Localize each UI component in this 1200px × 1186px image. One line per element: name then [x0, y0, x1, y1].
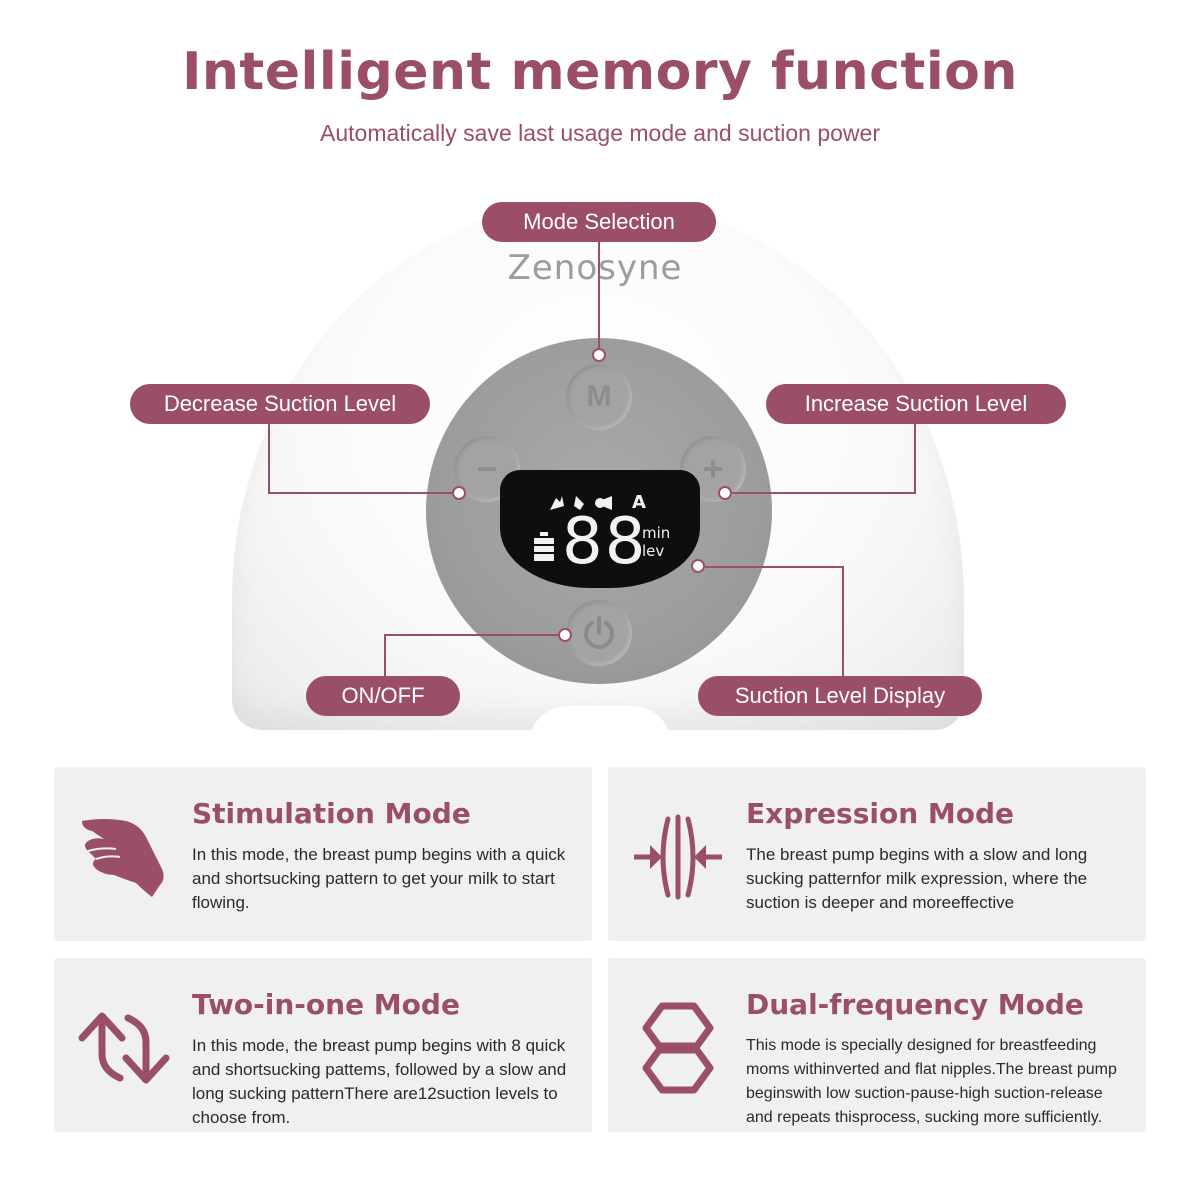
connector-dot-decrease	[452, 486, 466, 500]
power-button[interactable]	[566, 600, 632, 666]
mode-title: Expression Mode	[746, 797, 1015, 830]
connector-dot-mode	[592, 348, 606, 362]
mode-status-icons	[550, 496, 612, 510]
connector-decrease-v	[268, 422, 270, 494]
mode-card-two-in-one: Two-in-one Mode In this mode, the breast…	[54, 958, 592, 1132]
linked-hexagons-icon	[642, 1002, 714, 1094]
mode-card-expression: Expression Mode The breast pump begins w…	[608, 767, 1146, 941]
page-subtitle: Automatically save last usage mode and s…	[320, 120, 880, 146]
brand-logo: Zenosyne	[507, 248, 683, 288]
device-base-notch	[528, 706, 672, 746]
page-title: Intelligent memory function	[182, 42, 1018, 102]
connector-mode	[598, 240, 600, 352]
callout-onoff: ON/OFF	[306, 676, 460, 716]
battery-icon	[534, 532, 554, 561]
digit-readout: 88	[562, 505, 648, 579]
connector-display-h	[698, 566, 844, 568]
compress-arrows-icon	[634, 814, 722, 900]
mode-description: In this mode, the breast pump begins wit…	[192, 845, 566, 912]
mode-title: Two-in-one Mode	[192, 988, 460, 1021]
unit-min: min	[642, 524, 671, 542]
mode-description: In this mode, the breast pump begins wit…	[192, 1036, 567, 1127]
mode-description: This mode is specially designed for brea…	[746, 1037, 1117, 1126]
callout-decrease-suction: Decrease Suction Level	[130, 384, 430, 424]
callout-increase-suction: Increase Suction Level	[766, 384, 1066, 424]
connector-dot-increase	[718, 486, 732, 500]
mode-title: Stimulation Mode	[192, 797, 471, 830]
connector-onoff-h	[384, 634, 564, 636]
connector-display-v	[842, 566, 844, 678]
connector-increase-v	[914, 422, 916, 494]
mode-letter: A	[632, 492, 646, 513]
swap-arrows-icon	[78, 1012, 170, 1084]
mode-button[interactable]: M	[566, 364, 632, 430]
connector-dot-display	[691, 559, 705, 573]
unit-lev: lev	[642, 542, 665, 560]
connector-increase-h	[726, 492, 916, 494]
callout-mode-selection: Mode Selection	[482, 202, 716, 242]
hand-icon	[82, 819, 164, 897]
power-icon	[584, 616, 614, 649]
mode-description: The breast pump begins with a slow and l…	[746, 845, 1088, 912]
connector-dot-onoff	[558, 628, 572, 642]
connector-onoff-v	[384, 634, 386, 678]
mode-title: Dual-frequency Mode	[746, 988, 1084, 1021]
connector-decrease-h	[268, 492, 458, 494]
mode-card-stimulation: Stimulation Mode In this mode, the breas…	[54, 767, 592, 941]
lcd-display: A 88 min lev	[500, 470, 700, 588]
mode-card-dual-frequency: Dual-frequency Mode This mode is special…	[608, 958, 1146, 1132]
callout-suction-display: Suction Level Display	[698, 676, 982, 716]
